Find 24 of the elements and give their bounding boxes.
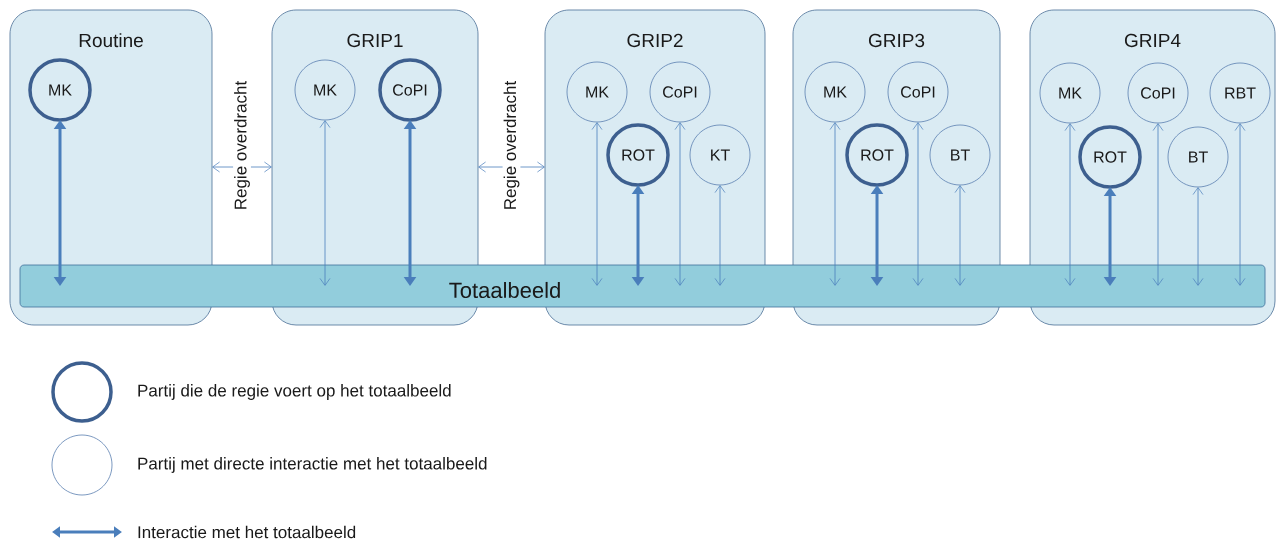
interaction-arrow xyxy=(53,120,67,286)
legend-text: Interactie met het totaalbeeld xyxy=(138,525,356,539)
totaalbeeld-bar: Totaalbeeld xyxy=(19,264,1266,308)
interaction-arrow xyxy=(912,122,924,286)
edge-label: Regie overdracht xyxy=(234,80,250,209)
edge-label: Regie overdracht xyxy=(503,80,520,209)
legend-text: Partij met directe interactie met het totaalbeeld xyxy=(138,457,487,473)
interaction-arrow xyxy=(1192,187,1204,286)
interaction-arrow xyxy=(954,185,966,286)
interaction-arrow xyxy=(870,185,884,286)
interaction-arrow xyxy=(591,122,603,286)
interaction-arrow xyxy=(1103,187,1117,286)
handover-arrow xyxy=(212,161,272,173)
legend-text: Partij die de regie voert op het totaalbeeld xyxy=(138,384,451,400)
interaction-arrow xyxy=(319,120,331,286)
interaction-arrow xyxy=(829,122,841,286)
interaction-arrow xyxy=(1152,123,1164,286)
interaction-arrow xyxy=(1234,123,1246,286)
interaction-arrow xyxy=(1064,123,1076,286)
handover-arrow xyxy=(478,161,545,173)
interaction-arrow xyxy=(631,185,645,286)
interaction-arrow xyxy=(674,122,686,286)
interaction-arrow xyxy=(714,185,726,286)
interaction-arrow xyxy=(403,120,417,286)
